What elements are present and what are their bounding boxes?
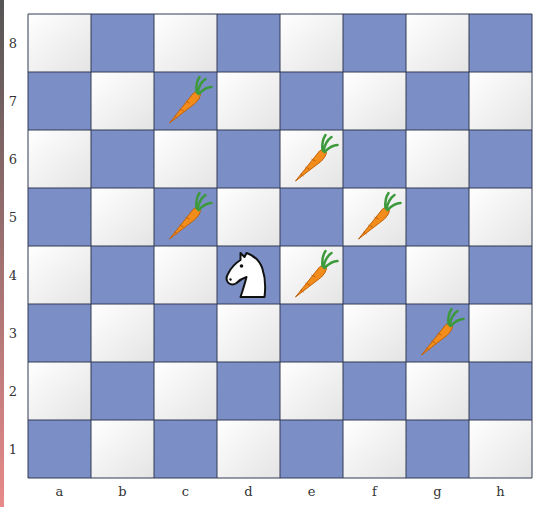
rank-label: 4 <box>9 269 17 282</box>
rank-label: 5 <box>9 211 17 224</box>
rank-label: 6 <box>9 153 17 166</box>
rank-label: 1 <box>9 443 17 456</box>
rank-label: 3 <box>9 327 17 340</box>
rank-label: 8 <box>9 37 17 50</box>
file-label: e <box>308 485 316 498</box>
file-label: a <box>56 485 64 498</box>
file-label: h <box>496 485 504 498</box>
file-label: b <box>118 485 126 498</box>
rank-label: 7 <box>9 95 17 108</box>
carrot-icons <box>170 77 464 355</box>
file-label: c <box>182 485 189 498</box>
file-label: d <box>244 485 252 498</box>
file-label: g <box>433 485 441 498</box>
white-knight <box>227 253 266 297</box>
rank-label: 2 <box>9 385 17 398</box>
file-label: f <box>372 485 377 498</box>
